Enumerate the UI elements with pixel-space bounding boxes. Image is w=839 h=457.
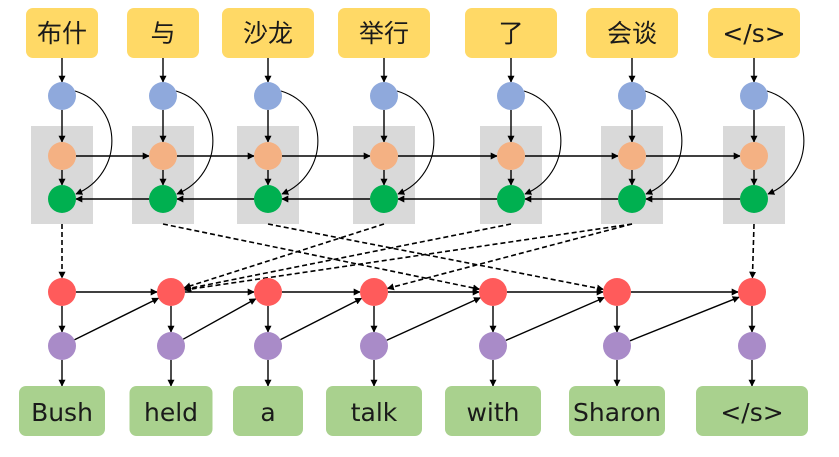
target-token-label: with: [466, 398, 519, 427]
target-token-label: a: [260, 398, 275, 427]
output-node: [479, 332, 507, 360]
source-token-label: 与: [150, 19, 175, 48]
forward-state-node: [149, 142, 177, 170]
target-token-box: a: [233, 386, 303, 436]
attention-links: [58, 223, 757, 293]
source-embedding-node: [254, 82, 282, 110]
decoder-state-node: [157, 278, 185, 306]
output-feedback-arrow: [629, 296, 740, 342]
attention-link-arrow: [267, 223, 604, 292]
attention-link-arrow: [183, 223, 385, 290]
source-token-label: 布什: [37, 19, 87, 48]
output-node: [157, 332, 185, 360]
output-node: [254, 332, 282, 360]
source-embedding-node: [149, 82, 177, 110]
target-token-box: talk: [326, 386, 422, 436]
decoder-state-node: [603, 278, 631, 306]
backward-state-node: [370, 185, 398, 213]
attention-link-arrow: [184, 223, 633, 293]
target-token-box: </s>: [696, 386, 808, 436]
embedding-to-backward-curve: [74, 90, 113, 195]
source-tokens: 布什 与 沙龙 举行 了 会谈 </s>: [26, 8, 800, 58]
target-token-box: Sharon: [569, 386, 665, 436]
target-tokens: Bush held a talk with Sharon </s>: [19, 386, 808, 436]
embedding-to-backward-curve: [523, 90, 562, 195]
decoder-state-node: [254, 278, 282, 306]
decoder-state-node: [360, 278, 388, 306]
target-token-label: Bush: [31, 398, 93, 427]
attention-link-arrow: [386, 223, 633, 291]
attention-link-arrow: [162, 223, 480, 292]
embedding-to-backward-curve: [175, 90, 214, 195]
decoder-state-node: [48, 278, 76, 306]
target-token-label: </s>: [720, 398, 783, 427]
source-token-box: 会谈: [586, 8, 678, 58]
source-embedding-node: [48, 82, 76, 110]
backward-state-node: [149, 185, 177, 213]
embedding-to-backward-curve: [644, 90, 683, 195]
backward-state-node: [618, 185, 646, 213]
backward-state-node: [740, 185, 768, 213]
forward-state-node: [370, 142, 398, 170]
output-feedback-arrow: [74, 297, 160, 341]
output-feedback-arrow: [386, 297, 481, 341]
target-token-box: Bush: [19, 386, 105, 436]
source-embedding-node: [370, 82, 398, 110]
source-embedding-node: [497, 82, 525, 110]
target-token-label: Sharon: [573, 398, 661, 427]
output-node: [603, 332, 631, 360]
target-token-box: held: [129, 386, 213, 436]
forward-state-node: [497, 142, 525, 170]
forward-state-node: [48, 142, 76, 170]
source-embedding-node: [740, 82, 768, 110]
embedding-to-backward-curve: [766, 90, 805, 195]
source-token-box: 了: [465, 8, 557, 58]
source-token-box: 举行: [338, 8, 430, 58]
source-token-box: 与: [127, 8, 199, 58]
output-node: [360, 332, 388, 360]
output-feedback-arrow: [280, 297, 363, 341]
embedding-to-backward-curve: [396, 90, 435, 195]
source-token-label: </s>: [722, 19, 785, 48]
backward-state-node: [254, 185, 282, 213]
forward-state-node: [740, 142, 768, 170]
source-token-label: 沙龙: [243, 19, 293, 48]
source-embedding-node: [618, 82, 646, 110]
embedding-to-backward-curve: [280, 90, 319, 195]
source-token-label: 会谈: [607, 19, 657, 48]
decoder-state-node: [479, 278, 507, 306]
backward-state-node: [48, 185, 76, 213]
forward-state-node: [618, 142, 646, 170]
encoder-panels: [31, 126, 785, 224]
backward-state-node: [497, 185, 525, 213]
target-token-box: with: [445, 386, 541, 436]
edges: [58, 58, 805, 387]
forward-state-node: [254, 142, 282, 170]
decoder-state-node: [738, 278, 766, 306]
output-feedback-arrow: [182, 298, 257, 340]
target-token-label: talk: [351, 398, 398, 427]
output-feedback-arrow: [505, 296, 605, 342]
target-token-label: held: [144, 398, 198, 427]
source-token-box: 布什: [26, 8, 98, 58]
attention-link-arrow: [184, 223, 512, 292]
source-token-box: 沙龙: [222, 8, 314, 58]
output-node: [48, 332, 76, 360]
nodes: [48, 82, 768, 360]
source-token-box: </s>: [708, 8, 800, 58]
source-token-label: 了: [498, 19, 523, 48]
output-node: [738, 332, 766, 360]
attention-link-arrow: [749, 223, 757, 279]
source-token-label: 举行: [359, 19, 409, 48]
